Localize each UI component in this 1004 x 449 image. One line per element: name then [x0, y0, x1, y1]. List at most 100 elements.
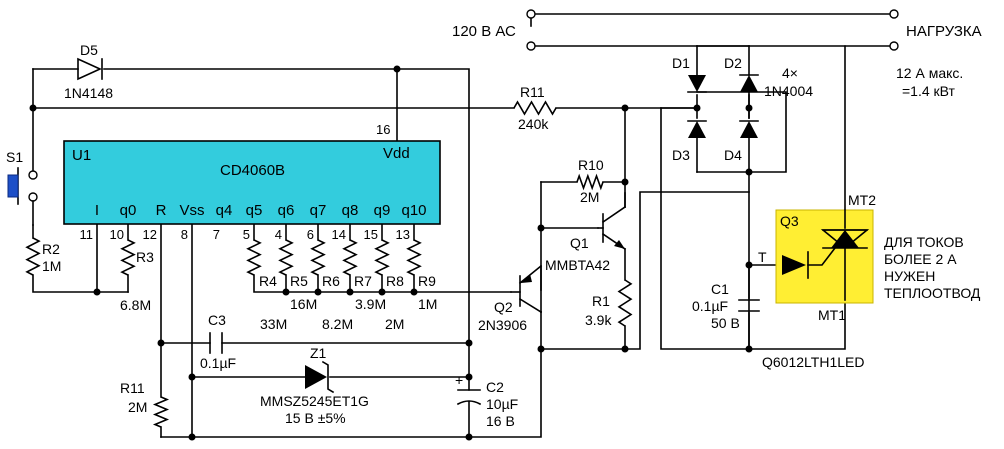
- r2-value: 1M: [42, 258, 61, 274]
- heatsink-note-2: БОЛЕЕ 2 А: [884, 251, 957, 267]
- r11-bottom-value: 2M: [128, 399, 147, 415]
- resistor-zigzag: [342, 239, 358, 276]
- chain-resistor-ref: R9: [418, 273, 436, 289]
- resistor-zigzag: [513, 100, 557, 116]
- q3-mt2: MT2: [848, 192, 876, 208]
- s1-switch[interactable]: S1: [6, 149, 38, 226]
- r3-value: 6.8M: [120, 297, 151, 313]
- r10-ref: R10: [578, 157, 604, 173]
- chain-resistor-value: 2M: [385, 316, 404, 332]
- u1-pin-label: q6: [278, 202, 295, 219]
- c3-capacitor: C3 0.1µF: [200, 312, 236, 371]
- q3-triac: Q3 MT2 MT1 T Q6012LTH1LED: [758, 192, 876, 370]
- c1-ref: C1: [711, 281, 729, 297]
- c2-ref: C2: [486, 379, 504, 395]
- z1-rating: 15 В ±5%: [285, 410, 346, 426]
- wires: [32, 13, 895, 438]
- u1-pin-number: 7: [213, 227, 220, 242]
- resistor-zigzag: [406, 239, 422, 276]
- c1-capacitor: C1 0.1µF 50 В: [692, 281, 760, 331]
- bridge-count: 4×: [782, 65, 798, 81]
- chain-resistor-value: 8.2M: [322, 316, 353, 332]
- d2-ref: D2: [724, 55, 742, 71]
- d3-ref: D3: [672, 147, 690, 163]
- chain-resistor-ref: R5: [290, 273, 308, 289]
- resistor-zigzag: [120, 239, 136, 276]
- r11-top-ref: R11: [520, 84, 545, 100]
- q1-ref: Q1: [570, 235, 589, 251]
- u1-pin-number: 12: [143, 227, 157, 242]
- r1-ref: R1: [592, 293, 610, 309]
- resistor-zigzag: [246, 239, 262, 276]
- chain-resistor-ref: R8: [386, 273, 404, 289]
- resistor-zigzag: [152, 396, 170, 428]
- c3-ref: C3: [208, 312, 226, 328]
- d4-ref: D4: [724, 147, 742, 163]
- u1-pin-label: q8: [342, 202, 359, 219]
- resistor-zigzag: [374, 239, 390, 276]
- u1-pin-label: Vss: [179, 202, 204, 219]
- c2-value: 10µF: [486, 396, 518, 412]
- resistor-zigzag: [576, 173, 604, 191]
- ac-label: 120 В АС: [452, 23, 516, 40]
- resistor-zigzag: [617, 279, 633, 327]
- u1-pin-label: R: [156, 202, 167, 219]
- d5-ref: D5: [80, 42, 98, 58]
- chain-resistor-value: 1M: [418, 296, 437, 312]
- r10-value: 2M: [580, 189, 599, 205]
- u1-body: [63, 140, 441, 225]
- heatsink-note-3: НУЖЕН: [884, 268, 935, 284]
- heatsink-note-4: ТЕПЛООТВОД: [884, 285, 981, 301]
- c3-value: 0.1µF: [200, 355, 236, 371]
- q3-gate: T: [758, 249, 767, 265]
- c2-capacitor: + C2 10µF 16 В: [455, 372, 518, 429]
- bridge-rectifier: D1 D2 D3 D4 4× 1N4004: [672, 55, 813, 163]
- u1-pin-number: 10: [110, 227, 124, 242]
- s1-button[interactable]: [7, 174, 19, 198]
- q3-part: Q6012LTH1LED: [762, 354, 864, 370]
- q1-transistor: Q1 MMBTA42: [545, 205, 627, 273]
- max-note-1: 12 А макс.: [896, 65, 963, 81]
- bridge-part: 1N4004: [764, 83, 813, 99]
- resistor-zigzag: [278, 239, 294, 276]
- r2-ref: R2: [42, 241, 60, 257]
- u1-pin-number: 15: [364, 227, 378, 242]
- chain-resistor-value: 33M: [260, 316, 287, 332]
- u1-pin-label: I: [95, 202, 99, 219]
- resistor-zigzag: [25, 237, 41, 276]
- u1-pin-label: q4: [216, 202, 233, 219]
- u1-pin-label: q5: [246, 202, 263, 219]
- q3-ref: Q3: [780, 213, 799, 229]
- d5-diode: D5 1N4148: [64, 42, 113, 101]
- r3-ref: R3: [136, 249, 154, 265]
- load-label: НАГРУЗКА: [906, 23, 982, 40]
- z1-zener: Z1 MMSZ5245ET1G 15 В ±5%: [260, 345, 369, 426]
- z1-part: MMSZ5245ET1G: [260, 393, 369, 409]
- junctions: [29, 65, 753, 441]
- terminals: [526, 9, 899, 51]
- q1-part: MMBTA42: [545, 257, 610, 273]
- u1-ref: U1: [72, 147, 91, 164]
- r11-top-value: 240k: [518, 116, 549, 132]
- u1-pin-label: q0: [120, 202, 137, 219]
- u1-pin-number: 5: [243, 227, 250, 242]
- u1-pin-label: q9: [374, 202, 391, 219]
- chain-resistor-ref: R7: [354, 273, 372, 289]
- z1-ref: Z1: [310, 345, 327, 361]
- heatsink-note-1: ДЛЯ ТОКОВ: [884, 234, 964, 250]
- c1-value: 0.1µF: [692, 298, 728, 314]
- u1-pin-number: 11: [80, 227, 94, 242]
- d1-ref: D1: [672, 55, 690, 71]
- c1-rating: 50 В: [711, 315, 740, 331]
- u1-pin-label: q10: [401, 202, 426, 219]
- u1-pin-number: 8: [181, 227, 188, 242]
- u1-pin-number: 13: [396, 227, 410, 242]
- c2-rating: 16 В: [486, 413, 515, 429]
- chain-resistor-value: 3.9M: [355, 296, 386, 312]
- q2-ref: Q2: [494, 299, 513, 315]
- s1-ref: S1: [6, 149, 23, 165]
- q3-box: [775, 209, 874, 304]
- max-note-2: =1.4 кВт: [902, 83, 956, 99]
- q2-transistor: Q2 2N3906: [478, 264, 543, 333]
